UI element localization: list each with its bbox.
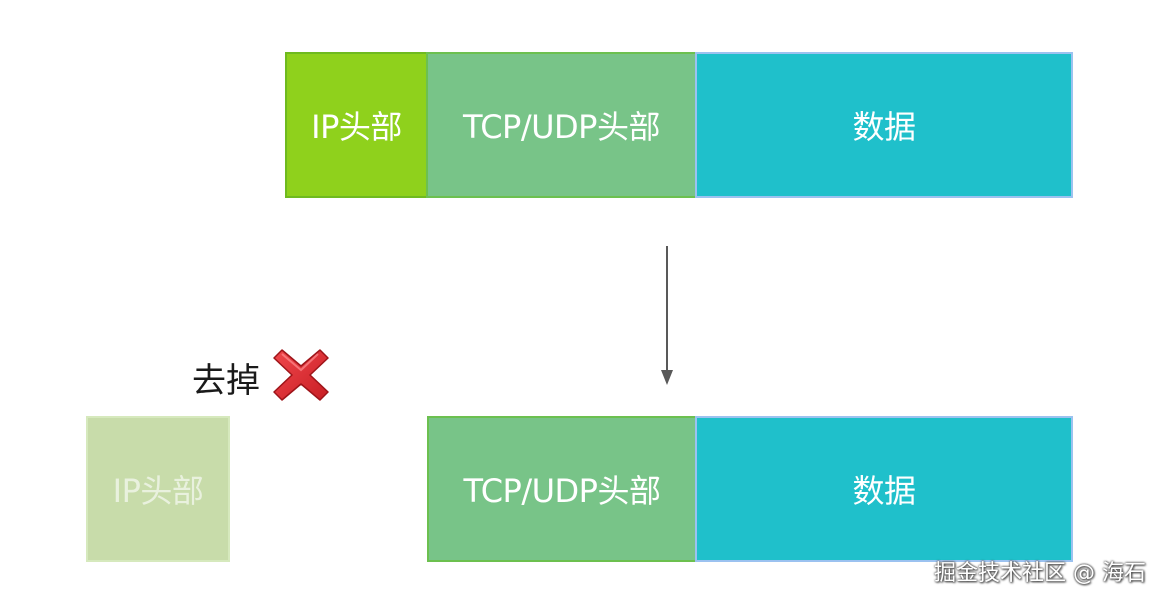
removed-ip-header-block: IP头部: [86, 416, 230, 562]
red-x-icon: [273, 349, 329, 401]
top-ip-header-block: IP头部: [285, 52, 428, 198]
top-payload-label: 数据: [852, 108, 916, 146]
arrow-head: [661, 370, 673, 385]
arrow-shaft: [666, 246, 668, 372]
remove-label: 去掉: [192, 361, 260, 401]
bottom-payload-block: 数据: [695, 416, 1073, 562]
top-ip-header-label: IP头部: [311, 108, 402, 146]
top-transport-header-block: TCP/UDP头部: [426, 52, 697, 198]
removed-ip-header-label: IP头部: [112, 472, 204, 510]
watermark: 掘金技术社区 @ 海石: [934, 561, 1146, 586]
top-transport-header-label: TCP/UDP头部: [463, 108, 660, 146]
bottom-transport-header-label: TCP/UDP头部: [463, 472, 661, 510]
bottom-transport-header-block: TCP/UDP头部: [427, 416, 697, 562]
top-payload-block: 数据: [695, 52, 1073, 198]
bottom-payload-label: 数据: [852, 472, 916, 510]
